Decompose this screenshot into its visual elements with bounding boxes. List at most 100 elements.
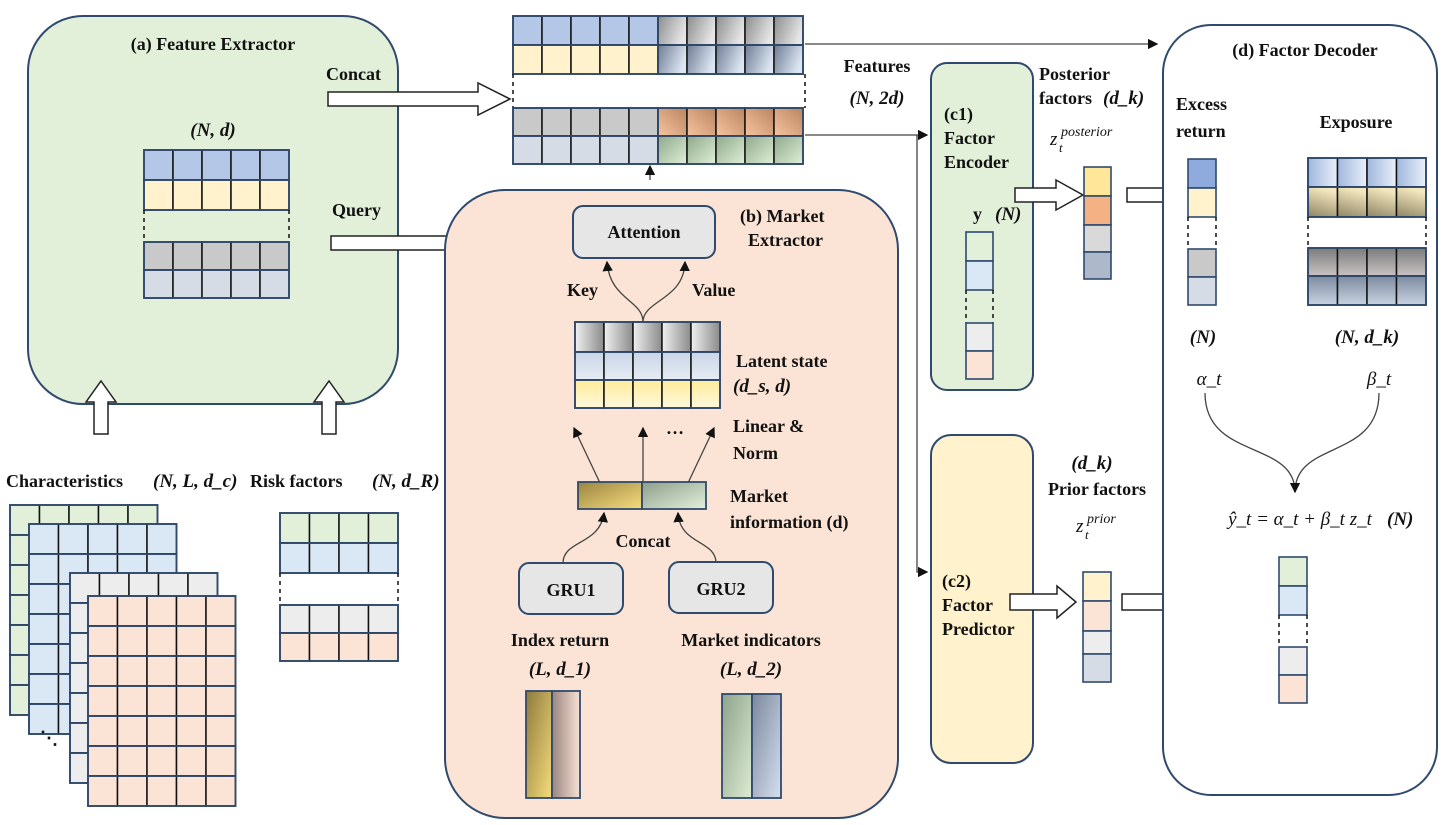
matrix-cell bbox=[1336, 186, 1368, 218]
matrix-cell bbox=[201, 269, 232, 299]
factor-encoder-title-line1: (c1) bbox=[944, 104, 973, 125]
latent-state-matrix bbox=[574, 321, 721, 409]
matrix-cell bbox=[628, 44, 659, 75]
char-cell bbox=[87, 775, 119, 807]
char-cell bbox=[28, 523, 60, 555]
market-info-label-line2: information (d) bbox=[730, 512, 849, 533]
matrix-cell bbox=[657, 135, 688, 165]
market-extractor-module: (b) Market Extractor Attention Key Value… bbox=[444, 189, 899, 819]
query-label: Query bbox=[332, 200, 381, 220]
alpha-label: α_t bbox=[1197, 369, 1222, 390]
matrix-cell bbox=[279, 542, 311, 574]
prediction-shape: (N) bbox=[1387, 509, 1413, 530]
excess-return-label-line1: Excess bbox=[1176, 94, 1227, 114]
beta-curve bbox=[1289, 392, 1380, 494]
index-return-tensor-a bbox=[525, 690, 553, 799]
matrix-cell bbox=[1366, 247, 1398, 277]
factor-encoder-title-line3: Encoder bbox=[944, 152, 1009, 172]
matrix-cell bbox=[230, 149, 261, 181]
matrix-cell bbox=[143, 269, 174, 299]
row-frame bbox=[574, 379, 721, 409]
linear-arrow-left bbox=[573, 426, 601, 484]
char-cell bbox=[116, 745, 148, 777]
matrix-cell bbox=[308, 542, 340, 574]
row-frame bbox=[143, 269, 290, 299]
prior-factors-label: Prior factors bbox=[1048, 479, 1146, 499]
char-cell bbox=[87, 685, 119, 717]
factor-encoder-panel bbox=[930, 62, 1034, 391]
char-cell bbox=[146, 625, 178, 657]
row-frame bbox=[279, 542, 399, 574]
matrix-cell bbox=[308, 632, 340, 662]
matrix-cell bbox=[1307, 186, 1339, 218]
prior-symbol-sup: prior bbox=[1086, 512, 1116, 527]
matrix-cell bbox=[661, 379, 692, 409]
key-label: Key bbox=[567, 280, 598, 300]
latent-state-shape: (d_s, d) bbox=[733, 376, 791, 397]
matrix-cell bbox=[308, 512, 340, 544]
matrix-cell bbox=[657, 107, 688, 137]
matrix-cell bbox=[230, 269, 261, 299]
char-cell bbox=[28, 643, 60, 675]
char-cell bbox=[205, 775, 237, 807]
char-cell bbox=[146, 745, 178, 777]
factor-predictor-module: (c2) Factor Predictor bbox=[930, 434, 1034, 764]
feature-extractor-module: (a) Feature Extractor (N, d) bbox=[27, 15, 399, 405]
matrix-cell bbox=[512, 44, 543, 75]
matrix-cell bbox=[574, 379, 605, 409]
char-cell bbox=[28, 673, 60, 705]
matrix-cell bbox=[686, 15, 717, 46]
vector-cell bbox=[1082, 630, 1112, 655]
linear-norm-label-line1: Linear & bbox=[733, 416, 804, 436]
row-frame bbox=[1307, 186, 1427, 218]
vector-cell bbox=[1082, 653, 1112, 683]
matrix-cell bbox=[690, 351, 721, 381]
posterior-label-line2: factors bbox=[1039, 88, 1092, 108]
feature-matrix bbox=[143, 149, 290, 299]
matrix-cell bbox=[279, 604, 311, 634]
prediction-formula: ŷ_t = α_t + β_t z_t bbox=[1226, 509, 1372, 530]
features-matrix bbox=[512, 15, 806, 165]
matrix-cell bbox=[773, 135, 804, 165]
matrix-cell bbox=[632, 351, 663, 381]
y-vector bbox=[965, 231, 994, 380]
matrix-cell bbox=[367, 542, 399, 574]
char-cell bbox=[175, 745, 207, 777]
posterior-label-line1: Posterior bbox=[1039, 64, 1110, 84]
matrix-cell bbox=[715, 15, 746, 46]
matrix-cell bbox=[628, 107, 659, 137]
vector-cell bbox=[1083, 224, 1112, 253]
matrix-cell bbox=[338, 542, 370, 574]
latent-state-label: Latent state bbox=[736, 351, 827, 371]
vector-cell bbox=[1082, 600, 1112, 632]
char-cell bbox=[175, 595, 207, 627]
matrix-cell bbox=[541, 44, 572, 75]
matrix-cell bbox=[512, 107, 543, 137]
encoder-to-posterior-arrow bbox=[1014, 178, 1085, 212]
matrix-cell bbox=[172, 179, 203, 211]
gru1-box bbox=[518, 562, 624, 615]
vector-cell bbox=[1187, 276, 1217, 306]
char-cell bbox=[175, 715, 207, 747]
matrix-cell bbox=[628, 15, 659, 46]
matrix-cell bbox=[574, 351, 605, 381]
linear-norm-label-line2: Norm bbox=[733, 443, 778, 463]
market-info-label-line1: Market bbox=[730, 486, 788, 506]
risk-factors-label: Risk factors bbox=[250, 471, 343, 491]
index-return-shape: (L, d_1) bbox=[529, 659, 591, 680]
linear-arrow-right bbox=[687, 426, 715, 484]
matrix-cell bbox=[661, 351, 692, 381]
char-cell bbox=[116, 595, 148, 627]
matrix-cell bbox=[715, 135, 746, 165]
char-cell bbox=[116, 715, 148, 747]
vector-cell bbox=[1083, 195, 1112, 226]
char-cell bbox=[205, 745, 237, 777]
matrix-cell bbox=[259, 241, 290, 271]
matrix-cell bbox=[1366, 275, 1398, 306]
matrix-cell bbox=[744, 44, 775, 75]
value-label: Value bbox=[692, 280, 735, 300]
gru2-to-concat-arrow bbox=[673, 511, 717, 564]
vector-cell bbox=[1187, 187, 1217, 218]
char-cell bbox=[116, 625, 148, 657]
matrix-cell bbox=[512, 15, 543, 46]
